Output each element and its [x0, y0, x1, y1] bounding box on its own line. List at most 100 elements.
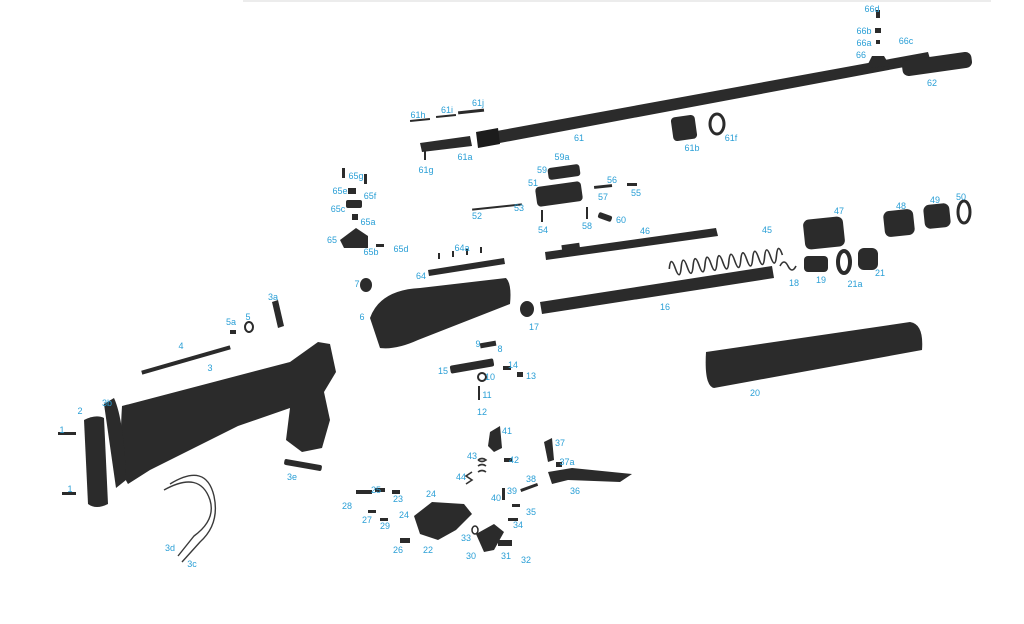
label-27: 27: [361, 515, 373, 525]
label-38: 38: [525, 474, 537, 484]
label-34: 34: [512, 520, 524, 530]
label-61f: 61f: [724, 133, 738, 143]
label-47: 47: [833, 206, 845, 216]
label-5: 5: [245, 312, 251, 322]
label-13: 13: [525, 371, 537, 381]
label-33: 33: [460, 533, 472, 543]
label-54: 54: [537, 225, 549, 235]
label-3e: 3e: [286, 472, 298, 482]
label-17: 17: [528, 322, 540, 332]
label-32: 32: [520, 555, 532, 565]
label-9: 9: [475, 339, 481, 349]
bolt-assembly: [472, 164, 637, 222]
label-8: 8: [497, 344, 503, 354]
label-46: 46: [639, 226, 651, 236]
magazine-tube-16: [520, 266, 774, 317]
label-43: 43: [466, 451, 478, 461]
label-11: 11: [482, 390, 492, 400]
label-61j: 61j: [471, 98, 485, 108]
label-66: 66: [855, 50, 867, 60]
label-60: 60: [615, 215, 627, 225]
forend-20: [705, 322, 923, 388]
label-10: 10: [484, 372, 496, 382]
label-16: 16: [659, 302, 671, 312]
label-61b: 61b: [684, 143, 700, 153]
hammer-group: [464, 426, 632, 500]
label-55: 55: [630, 188, 642, 198]
label-65g: 65g: [348, 171, 364, 181]
barrel-clamp-61b: [670, 114, 698, 142]
label-35: 35: [525, 507, 537, 517]
label-65c: 65c: [330, 204, 346, 214]
small-pins-61: [409, 108, 485, 160]
recoil-spring-45: [668, 247, 784, 276]
o-ring-61f: [708, 112, 726, 136]
label-52: 52: [471, 211, 483, 221]
label-21a: 21a: [847, 279, 863, 289]
receiver-6: [360, 278, 511, 349]
label-3a: 3a: [267, 292, 279, 302]
label-61: 61: [573, 133, 585, 143]
label-65f: 65f: [363, 191, 377, 201]
label-15: 15: [437, 366, 449, 376]
label-28: 28: [341, 501, 353, 511]
label-44: 44: [455, 472, 467, 482]
label-22: 22: [422, 545, 434, 555]
label-65a: 65a: [360, 217, 376, 227]
label-31: 31: [500, 551, 512, 561]
barrel-part: [420, 52, 931, 152]
label-1b: 1: [67, 484, 73, 494]
label-65d: 65d: [393, 244, 409, 254]
label-37: 37: [554, 438, 566, 448]
label-65b: 65b: [363, 247, 379, 257]
label-49: 49: [929, 195, 941, 205]
rear-sight-65: [340, 168, 384, 248]
label-61a: 61a: [457, 152, 473, 162]
label-40: 40: [490, 493, 502, 503]
label-4: 4: [178, 341, 184, 351]
front-sight-66: [866, 10, 890, 68]
label-24a: 24: [425, 489, 437, 499]
action-bar-46: [545, 228, 718, 260]
label-2: 2: [77, 406, 83, 416]
label-42: 42: [508, 455, 520, 465]
label-61h: 61h: [410, 110, 426, 120]
label-29: 29: [379, 521, 391, 531]
label-23: 23: [392, 494, 404, 504]
label-14: 14: [507, 360, 519, 370]
label-19: 19: [815, 275, 827, 285]
label-39: 39: [506, 486, 518, 496]
label-45: 45: [761, 225, 773, 235]
label-64: 64: [415, 271, 427, 281]
muzzle-brake-62: [902, 51, 972, 77]
label-65: 65: [326, 235, 338, 245]
label-66a: 66a: [856, 38, 872, 48]
label-66d: 66d: [864, 4, 880, 14]
label-61g: 61g: [418, 165, 434, 175]
label-53: 53: [513, 203, 525, 213]
label-57: 57: [597, 192, 609, 202]
label-65e: 65e: [332, 186, 348, 196]
label-3: 3: [207, 363, 213, 373]
label-66b: 66b: [856, 26, 872, 36]
label-58: 58: [581, 221, 593, 231]
label-6: 6: [359, 312, 365, 322]
label-21: 21: [874, 268, 886, 278]
label-36: 36: [569, 486, 581, 496]
label-41: 41: [501, 426, 513, 436]
gas-parts: [779, 199, 972, 275]
trigger-pins: [449, 340, 523, 400]
label-3b: 3b: [101, 398, 113, 408]
label-56: 56: [606, 175, 618, 185]
label-3d: 3d: [164, 543, 176, 553]
label-5a: 5a: [225, 317, 237, 327]
label-3c: 3c: [187, 559, 197, 569]
label-59a: 59a: [554, 152, 570, 162]
rail-64: [428, 247, 505, 276]
stock-3: [58, 300, 336, 507]
label-25: 25: [370, 485, 382, 495]
label-66c: 66c: [898, 36, 914, 46]
label-18: 18: [788, 278, 800, 288]
trigger-group: [356, 488, 520, 552]
